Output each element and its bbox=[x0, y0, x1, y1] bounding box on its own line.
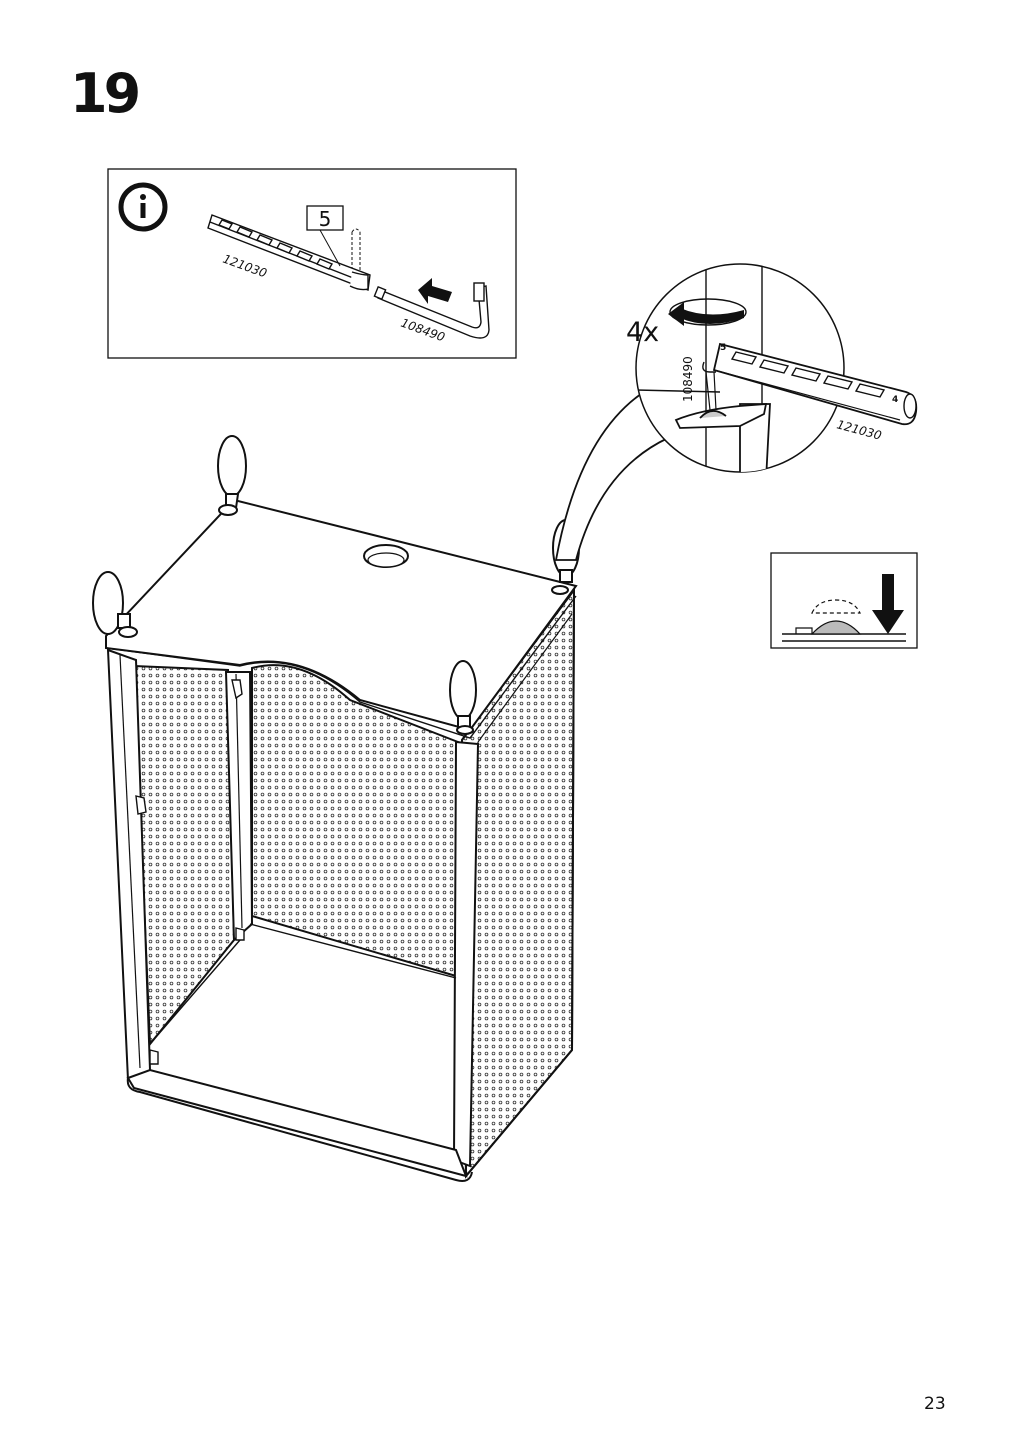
detail-key-part-label: 108490 bbox=[681, 356, 695, 402]
castor-back-left bbox=[217, 435, 247, 516]
part-box-label: 5 bbox=[319, 207, 332, 231]
allen-key bbox=[373, 282, 490, 339]
castor-front-right bbox=[449, 660, 477, 735]
info-icon bbox=[118, 182, 168, 232]
castor-front-left bbox=[92, 571, 138, 638]
direction-arrow bbox=[418, 278, 452, 304]
rail-mark-4: 4 bbox=[892, 395, 898, 405]
part-number-box: 5 bbox=[306, 205, 344, 267]
rail-part-small bbox=[207, 214, 371, 291]
press-down-panel bbox=[770, 552, 918, 649]
cabinet bbox=[105, 498, 578, 1182]
press-down-arrow bbox=[872, 574, 904, 634]
info-panel: 5 121030 108490 bbox=[107, 168, 517, 359]
rail-part-large bbox=[712, 342, 918, 426]
page-number: 23 bbox=[924, 1394, 946, 1414]
detail-rail-part-label: 121030 bbox=[835, 417, 883, 442]
repeat-label: 4x bbox=[626, 317, 659, 348]
step-number: 19 bbox=[70, 62, 141, 125]
detail-circle: 5 4 4x 108490 121030 bbox=[626, 263, 918, 473]
rail-mark-5: 5 bbox=[720, 343, 726, 353]
rotate-icon bbox=[668, 298, 747, 326]
